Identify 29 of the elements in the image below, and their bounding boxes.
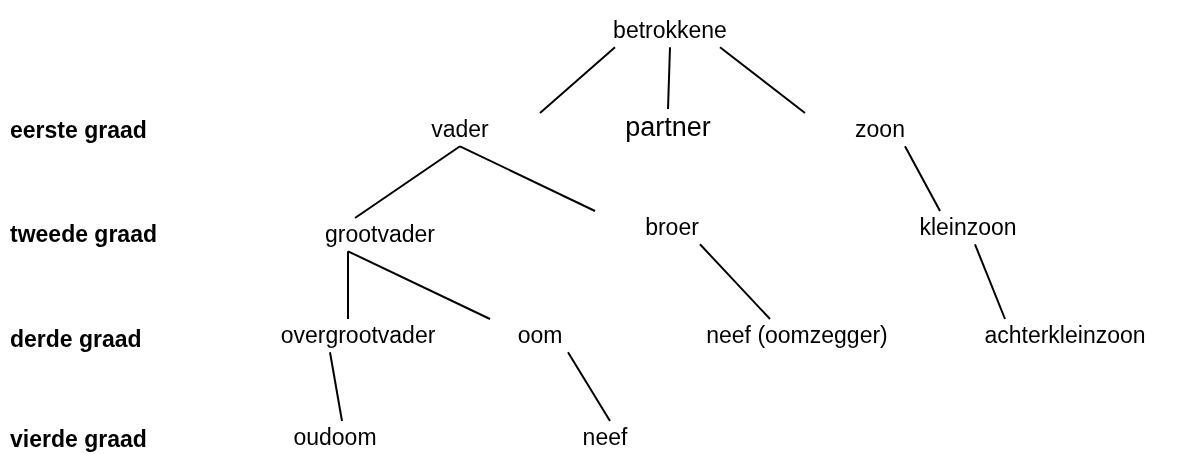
relative-name: vader xyxy=(431,117,489,143)
relative-name: betrokkene xyxy=(613,18,727,44)
connector-line xyxy=(667,46,671,110)
connector-line xyxy=(347,250,349,320)
relative-name: neef xyxy=(582,425,628,451)
connector-line xyxy=(699,243,771,320)
relative-name: neef (oomzegger) xyxy=(706,323,888,349)
relative-name: oudoom xyxy=(293,425,377,451)
relative-name: overgrootvader xyxy=(280,323,436,349)
connector-line xyxy=(567,351,611,422)
relative-name: achterkleinzoon xyxy=(984,323,1146,349)
connector-line xyxy=(329,351,343,422)
degree-label: vierde graad xyxy=(10,427,147,453)
degree-label: derde graad xyxy=(10,327,142,353)
degree-label: tweede graad xyxy=(10,222,157,248)
connector-line xyxy=(347,250,491,320)
relative-name: zoon xyxy=(855,117,905,143)
relative-name: broer xyxy=(645,215,699,241)
connector-line xyxy=(354,145,461,219)
connector-line xyxy=(719,46,806,114)
relative-name: grootvader xyxy=(325,222,435,248)
degree-label: eerste graad xyxy=(10,118,147,144)
connector-line xyxy=(974,243,1006,320)
relative-name: oom xyxy=(517,323,563,349)
connector-line xyxy=(459,145,596,212)
relative-name: kleinzoon xyxy=(919,215,1017,241)
connector-line xyxy=(904,145,941,212)
relative-name: partner xyxy=(625,113,711,143)
connector-line xyxy=(539,46,616,114)
